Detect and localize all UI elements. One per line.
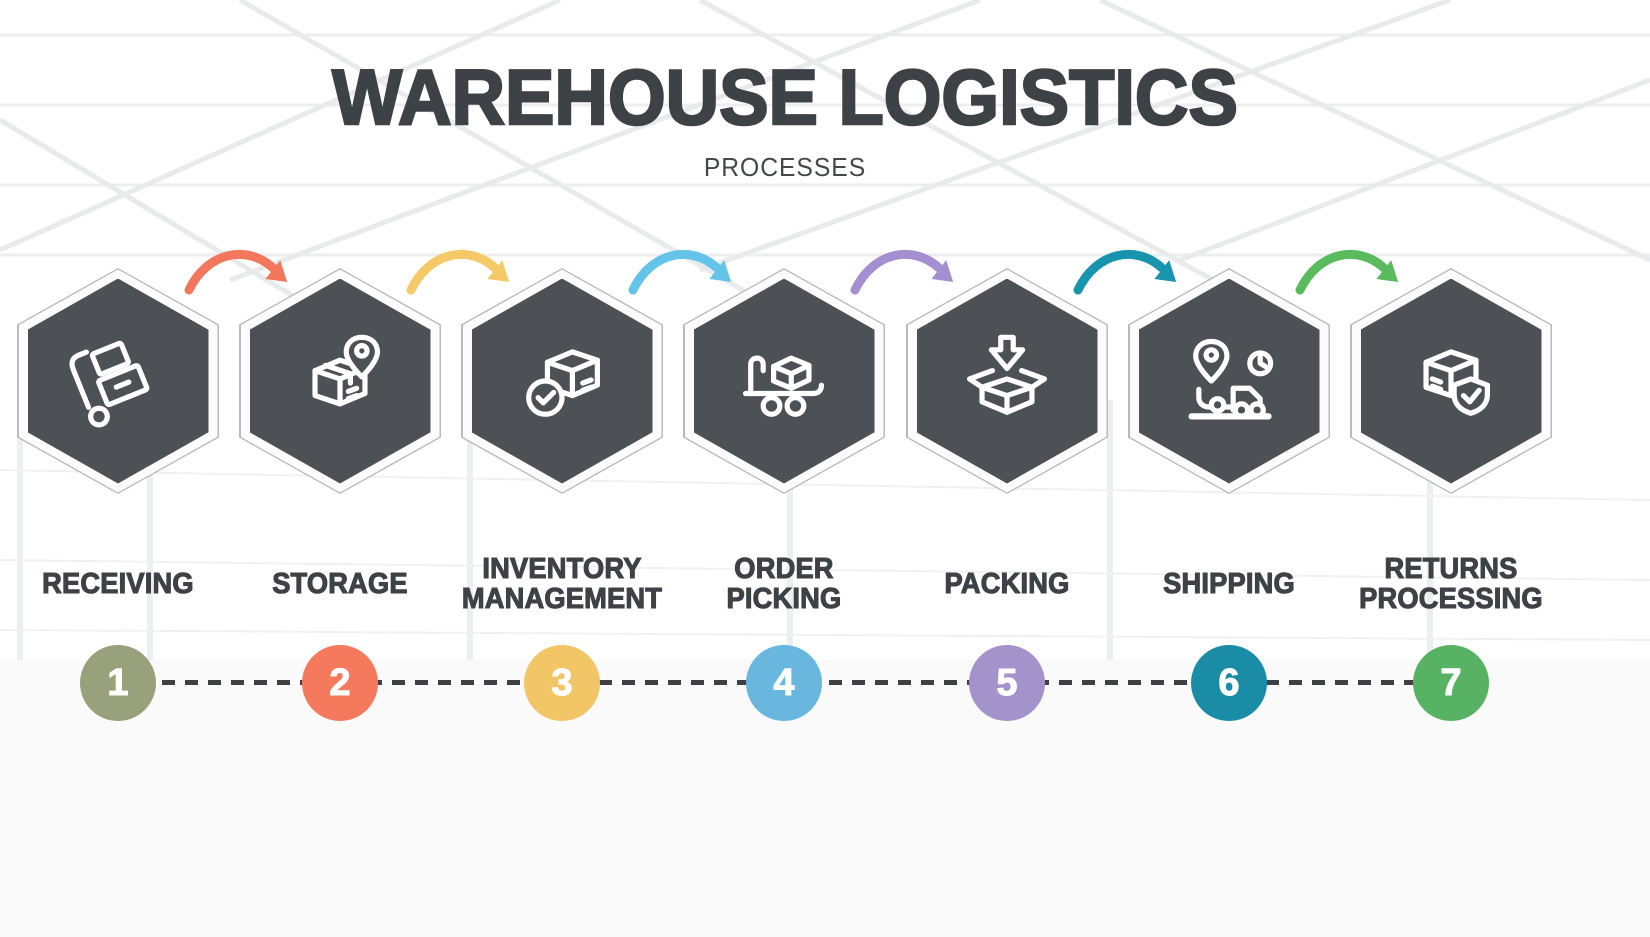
shipping-route-icon	[1188, 338, 1274, 420]
hand-truck-icon	[69, 340, 150, 428]
label-line: RECEIVING	[42, 568, 195, 600]
flow-arrow-5-6-icon	[1073, 249, 1177, 295]
step-hexagon-receiving	[17, 268, 219, 494]
step-number-badge-7: 7	[1413, 645, 1489, 721]
page-subtitle: PROCESSES	[703, 152, 867, 182]
step-number: 5	[996, 661, 1018, 704]
step-number-badge-4: 4	[746, 645, 822, 721]
step-number: 3	[551, 661, 573, 704]
label-line: ORDER	[734, 553, 834, 585]
hexagon-outline-gap	[1351, 269, 1551, 493]
hexagon-outline-gap	[462, 269, 662, 493]
label-line: PICKING	[726, 583, 842, 615]
step-label-shipping: SHIPPING	[1121, 550, 1337, 618]
step-hexagon-order-picking	[683, 268, 885, 494]
step-hexagon-packing	[906, 268, 1108, 494]
step-number: 4	[773, 661, 795, 704]
label-line: PROCESSING	[1359, 583, 1544, 615]
step-number-badge-2: 2	[302, 645, 378, 721]
box-check-circle-icon	[526, 349, 600, 417]
picking-cart-icon	[742, 355, 825, 417]
hexagon-outline-gap	[907, 269, 1107, 493]
step-number-badge-6: 6	[1191, 645, 1267, 721]
step-hexagon-shipping	[1128, 268, 1330, 494]
hexagon-core	[27, 278, 209, 484]
step-number-badge-3: 3	[524, 645, 600, 721]
step-number: 7	[1440, 661, 1462, 704]
hexagon-outline-gap	[240, 269, 440, 493]
step-hexagon-returns-processing	[1350, 268, 1552, 494]
label-line: MANAGEMENT	[461, 583, 663, 615]
flow-arrow-4-5-icon	[850, 249, 954, 295]
step-label-returns-processing: RETURNS PROCESSING	[1343, 550, 1559, 618]
flow-arrow-2-3-icon	[406, 249, 510, 295]
hexagon-core	[471, 278, 653, 484]
step-label-order-picking: ORDER PICKING	[676, 550, 892, 618]
step-number-badge-1: 1	[80, 645, 156, 721]
packing-box-arrow-icon	[966, 334, 1048, 415]
step-label-packing: PACKING	[899, 550, 1115, 618]
step-label-inventory-management: INVENTORY MANAGEMENT	[454, 550, 670, 618]
hexagon-core	[916, 278, 1098, 484]
hexagon-core	[1138, 278, 1320, 484]
page-title: WAREHOUSE LOGISTICS	[331, 53, 1239, 141]
step-number: 6	[1218, 661, 1240, 704]
label-line: SHIPPING	[1163, 568, 1296, 600]
box-shield-check-icon	[1423, 349, 1490, 416]
step-label-storage: STORAGE	[232, 550, 448, 618]
label-line: RETURNS	[1384, 553, 1518, 585]
hexagon-outline-gap	[1129, 269, 1329, 493]
step-number: 1	[107, 661, 129, 704]
label-line: INVENTORY	[482, 553, 642, 585]
box-location-pin-icon	[312, 334, 381, 407]
step-number: 2	[329, 661, 351, 704]
flow-arrow-3-4-icon	[628, 249, 732, 295]
step-hexagon-storage	[239, 268, 441, 494]
flow-arrow-1-2-icon	[184, 249, 288, 295]
hexagon-core	[1360, 278, 1542, 484]
step-hexagon-inventory-management	[461, 268, 663, 494]
hexagon-outline-gap	[684, 269, 884, 493]
hexagon-outline-gap	[18, 269, 218, 493]
label-line: STORAGE	[272, 568, 408, 600]
hexagon-core	[693, 278, 875, 484]
flow-arrow-6-7-icon	[1295, 249, 1399, 295]
step-label-receiving: RECEIVING	[10, 550, 226, 618]
step-number-badge-5: 5	[969, 645, 1045, 721]
hexagon-core	[249, 278, 431, 484]
label-line: PACKING	[944, 568, 1070, 600]
